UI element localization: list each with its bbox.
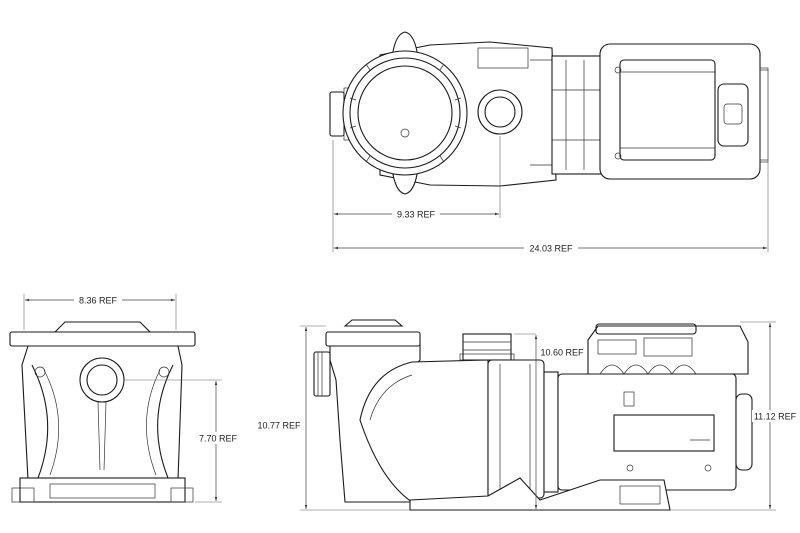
end-view (9, 321, 196, 503)
end-view-dimensions: 8.36 REF 7.70 REF (23, 294, 240, 503)
top-view-dimensions: 9.33 REF 24.03 REF (332, 136, 769, 254)
side-view-dimensions: 10.77 REF 10.60 REF 11.12 REF (256, 321, 798, 511)
side-view (313, 319, 753, 511)
dim-end-width: 8.36 REF (79, 296, 118, 306)
dim-side-overall-height: 10.77 REF (257, 421, 301, 431)
top-view (329, 31, 769, 195)
dim-end-height: 7.70 REF (199, 434, 238, 444)
dim-top-overall-length: 24.03 REF (529, 244, 573, 254)
dim-side-motor-height: 11.12 REF (754, 412, 797, 422)
dim-top-inlet: 9.33 REF (397, 210, 436, 220)
dim-side-strainer-height: 10.60 REF (540, 348, 584, 358)
